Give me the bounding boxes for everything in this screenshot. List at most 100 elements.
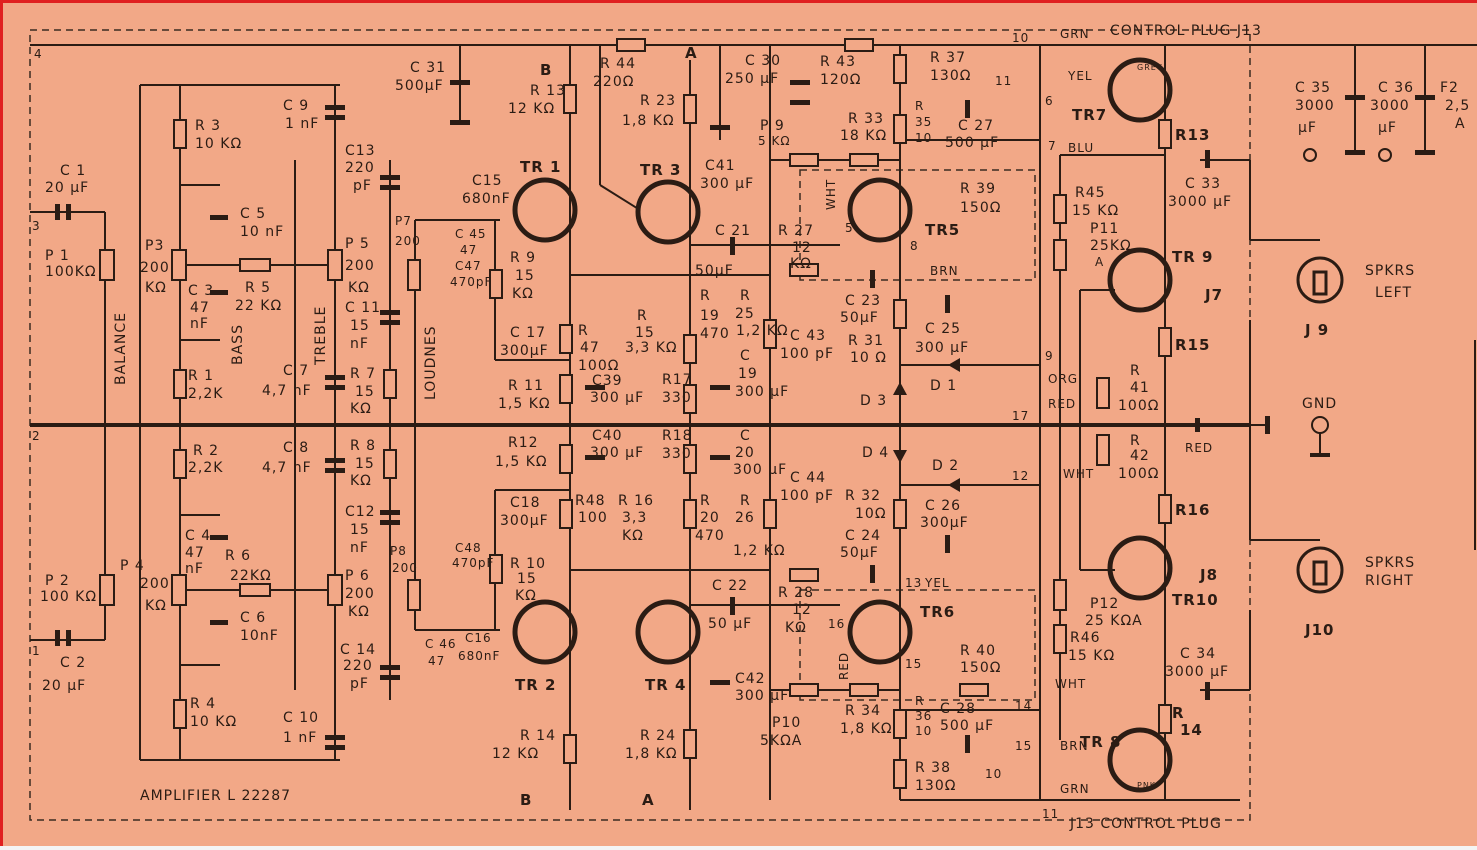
r18-label: R18 (662, 428, 693, 444)
j9-label: J 9 (1304, 321, 1329, 339)
c14-unit: pF (350, 676, 369, 692)
r46-value: 15 KΩ (1068, 648, 1115, 664)
c4-label: C 4 (185, 528, 211, 544)
c35-label: C 35 (1295, 80, 1331, 96)
r9-label: R 9 (510, 250, 536, 266)
c36-label: C 36 (1378, 80, 1414, 96)
node-17: 17 (1012, 409, 1029, 423)
r33-value: 18 KΩ (840, 128, 887, 144)
c18-value: 300µF (500, 513, 549, 529)
c33-value: 3000 µF (1168, 194, 1232, 210)
wire-blu: BLU (1068, 141, 1094, 155)
c45-label: C 45 (455, 227, 486, 241)
p9-label: P 9 (760, 118, 785, 134)
c17-label: C 17 (510, 325, 546, 341)
r47-value: 100Ω (578, 358, 619, 374)
r7-label: R 7 (350, 366, 376, 382)
c19-label: C (740, 348, 751, 364)
c3-value: 47 (190, 300, 210, 316)
c26-value: 300µF (920, 515, 969, 531)
tr10-label: TR10 (1172, 591, 1219, 609)
node-10-bottom: 10 (985, 767, 1002, 781)
r26-number: 26 (735, 510, 755, 526)
c11-label: C 11 (345, 300, 381, 316)
r15-output-label: R15 (1175, 336, 1210, 354)
r8-unit: KΩ (350, 473, 372, 489)
a-bottom-label: A (642, 791, 655, 809)
c5-value: 10 nF (240, 224, 284, 240)
c10-label: C 10 (283, 710, 319, 726)
c15-value: 680nF (462, 191, 511, 207)
r35-label: R (915, 99, 924, 113)
c18-label: C18 (510, 495, 541, 511)
c30-value: 250 µF (725, 71, 779, 87)
p5-label: P 5 (345, 236, 370, 252)
window-border-bottom (0, 846, 1477, 850)
node-8: 8 (910, 239, 919, 253)
r17-label: R17 (662, 372, 693, 388)
node-9: 9 (1045, 349, 1054, 363)
tr7-label: TR7 (1072, 106, 1107, 124)
p7-value: 200 (395, 234, 421, 248)
gnd-label: GND (1302, 396, 1337, 412)
tr5-label: TR5 (925, 221, 960, 239)
r47-label: R (578, 323, 589, 339)
r19-value: 470 (700, 326, 730, 342)
p6-label: P 6 (345, 568, 370, 584)
c22-value: 50 µF (708, 616, 752, 632)
wire-grn-bottom: GRN (1060, 782, 1090, 796)
r46-label: R46 (1070, 630, 1101, 646)
r14-output-label: R (1172, 704, 1185, 722)
c40-label: C40 (592, 428, 623, 444)
p4-unit: KΩ (145, 598, 167, 614)
r14-value: 12 KΩ (492, 746, 539, 762)
r3-value: 10 KΩ (195, 136, 242, 152)
c47-label: C47 (455, 259, 482, 273)
r37-label: R 37 (930, 50, 966, 66)
p3-label: P3 (145, 238, 164, 254)
node-6: 6 (1045, 94, 1054, 108)
c11-unit: nF (350, 336, 369, 352)
c16-label: C16 (465, 631, 492, 645)
tr2-label: TR 2 (515, 676, 556, 694)
p11-value: 25KΩ (1090, 238, 1132, 254)
node-12: 12 (1012, 469, 1029, 483)
r43-label: R 43 (820, 54, 856, 70)
p1-value: 100KΩ (45, 264, 97, 280)
c40-value: 300 µF (590, 445, 644, 461)
r42-number: 42 (1130, 448, 1150, 464)
c36-unit: µF (1378, 120, 1397, 136)
c8-value: 4,7 nF (262, 460, 312, 476)
r13-label: R 13 (530, 83, 566, 99)
c24-value: 50µF (840, 545, 879, 561)
c12-unit: nF (350, 540, 369, 556)
r43-value: 120Ω (820, 72, 861, 88)
r23-label: R 23 (640, 93, 676, 109)
c16-value: 680nF (458, 649, 500, 663)
r44-label: R 44 (600, 56, 636, 72)
a-top-label: A (685, 44, 698, 62)
d2-label: D 2 (932, 458, 959, 474)
c6-value: 10nF (240, 628, 279, 644)
r7-value: 15 (355, 384, 375, 400)
c44-label: C 44 (790, 470, 826, 486)
p4-label: P 4 (120, 558, 145, 574)
r6-value: 22KΩ (230, 568, 272, 584)
r33-label: R 33 (848, 111, 884, 127)
r2-label: R 2 (193, 443, 219, 459)
r28-value: 12 (792, 602, 812, 618)
node-labels: 4 3 2 1 10 11 6 7 9 17 12 13 14 15 10 11… (32, 31, 1058, 821)
c12-label: C12 (345, 504, 376, 520)
c3-unit: nF (190, 316, 209, 332)
b-bottom-label: B (520, 791, 532, 809)
node-16: 16 (828, 617, 845, 631)
r27-unit: KΩ (790, 256, 812, 272)
d4-label: D 4 (862, 445, 889, 461)
r16-unit: KΩ (622, 528, 644, 544)
c25-label: C 25 (925, 321, 961, 337)
c13-value: 220 (345, 160, 375, 176)
r35-ohms: 10 (915, 131, 932, 145)
c21-value: 50µF (695, 263, 734, 279)
r11-label: R 11 (508, 378, 544, 394)
node-1: 1 (32, 644, 41, 658)
